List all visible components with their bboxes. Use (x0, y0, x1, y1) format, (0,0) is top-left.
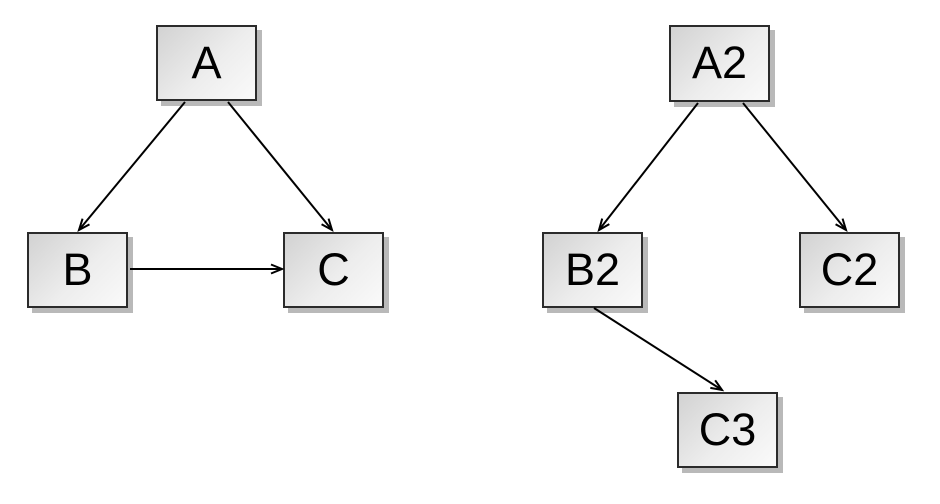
edge-A2-B2 (597, 102, 699, 233)
node-label-B: B (62, 243, 93, 295)
edge-A-C (227, 101, 334, 233)
diagram-node-C[interactable]: C (283, 232, 384, 308)
diagram-node-C3[interactable]: C3 (677, 392, 778, 468)
node-label-C2: C2 (820, 243, 879, 295)
diagram-node-B[interactable]: B (27, 232, 128, 308)
edge-A2-C2 (742, 102, 848, 233)
diagram-node-A2[interactable]: A2 (669, 25, 770, 102)
node-label-C: C (317, 243, 350, 295)
diagram-node-C2[interactable]: C2 (799, 232, 900, 308)
edge-B2-C3 (593, 307, 725, 392)
edge-A-B (77, 101, 186, 233)
diagram-node-B2[interactable]: B2 (542, 232, 643, 308)
node-label-C3: C3 (698, 403, 757, 455)
node-label-B2: B2 (564, 243, 621, 295)
diagram-node-A[interactable]: A (156, 25, 257, 101)
node-label-A2: A2 (691, 37, 748, 88)
node-label-A: A (191, 36, 222, 88)
